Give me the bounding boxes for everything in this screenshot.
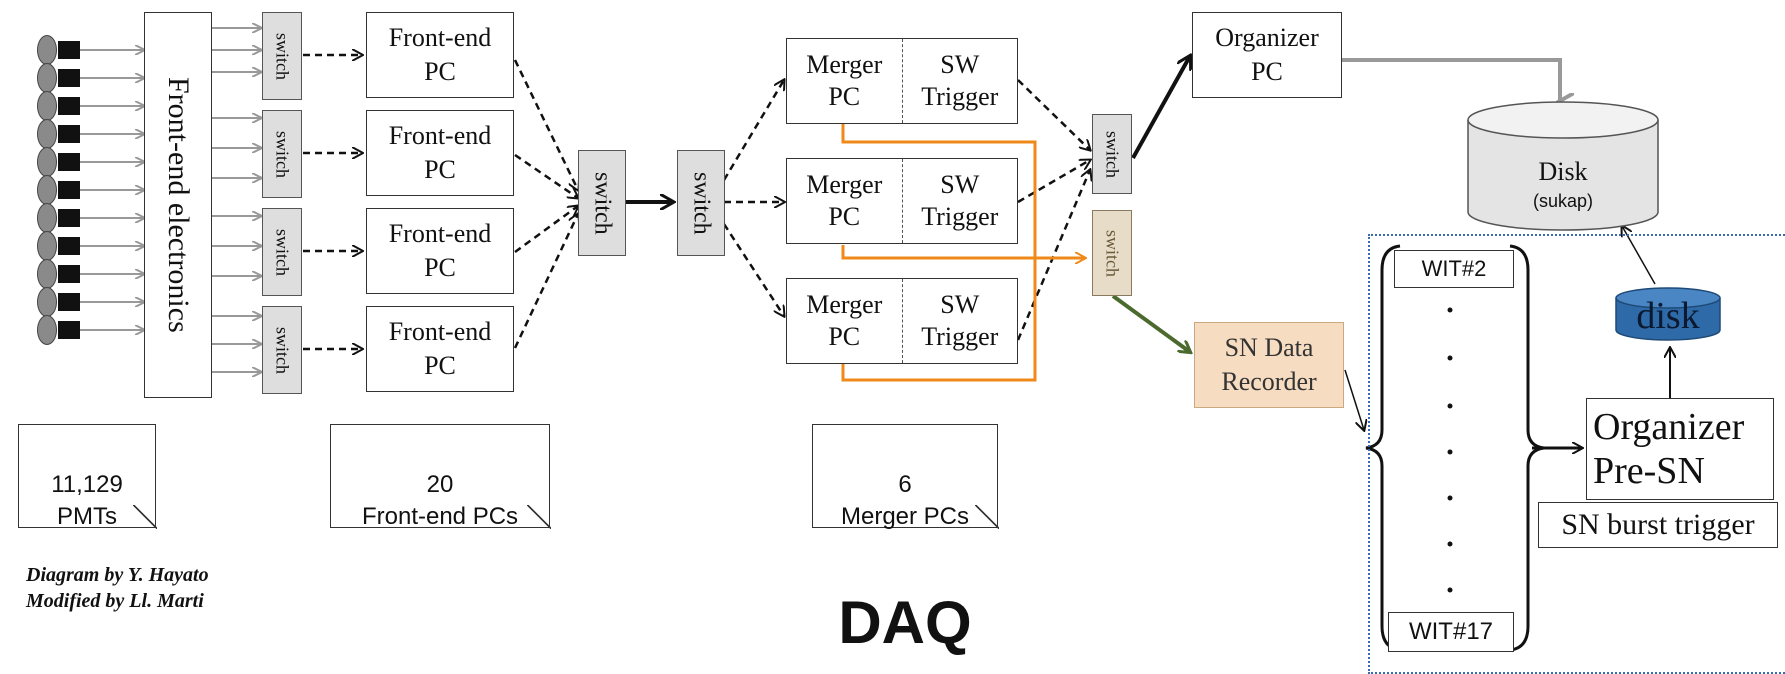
merger-pc-label: Merger PC [787,279,903,363]
pmt-icon [37,287,57,317]
daq-diagram: Front-end electronics switch switch swit… [18,0,1785,674]
sn-data-recorder-box: SN Data Recorder [1194,322,1344,408]
right-brace [1509,244,1545,652]
switch-to-frontend-arrows [303,55,362,349]
diagram-title: DAQ [838,589,972,656]
merger-pc-label: Merger PC [787,39,903,123]
switch-box: switch [262,306,302,394]
pmt-icon [37,35,57,65]
merger-pc-box: Merger PC SW Trigger [786,158,1018,244]
organizer-to-disk-arrow [1342,58,1560,102]
merger-pcs-note-text: 6 Merger PCs [840,471,970,530]
electronics-to-switch-arrows [212,28,260,372]
front-end-pc-box: Front-end PC [366,12,514,98]
disk-cylinder [1467,101,1659,231]
switch-box: switch [262,110,302,198]
merger-pc-label: Merger PC [787,159,903,243]
front-end-pc-box: Front-end PC [366,208,514,294]
switch-to-sn-recorder-arrow [1111,294,1190,352]
orange-sn-paths [841,124,1085,382]
central-switch-box: switch [578,150,626,256]
switch-label: switch [272,228,293,276]
switch-to-organizer-arrow [1131,56,1190,159]
front-end-pc-box: Front-end PC [366,306,514,392]
switch-to-merger-arrows [722,80,784,316]
small-disk-cylinder [1615,287,1721,341]
merger-pc-box: Merger PC SW Trigger [786,38,1018,124]
organizer-pc-box: Organizer PC [1192,12,1342,98]
merger-to-switch-arrows [1016,79,1090,341]
pmt-icon [37,91,57,121]
central-switch-box: switch [677,150,725,256]
switch-label: switch [272,32,293,80]
sn-burst-trigger-box: SN burst trigger [1538,502,1778,548]
front-end-electronics-label: Front-end electronics [162,77,195,333]
front-end-electronics-box: Front-end electronics [144,12,212,398]
disk-label: Disk [1538,157,1588,186]
pmt-to-electronics-arrows [78,50,143,330]
sw-trigger-label: SW Trigger [921,170,999,231]
organizer-presn-box: Organizer Pre-SN [1586,398,1774,500]
merger-pcs-note: 6 Merger PCs [812,424,999,530]
connector-layer [78,0,1721,652]
front-end-pc-box: Front-end PC [366,110,514,196]
pmt-icon [37,203,57,233]
switch-label: switch [589,171,616,235]
switch-label: switch [272,130,293,178]
disk-sub-label: (sukap) [1532,191,1594,211]
pmt-icon [37,147,57,177]
wit-ellipsis [1447,307,1453,593]
sn-recorder-to-wit-arrow [1344,369,1364,430]
switch-label: switch [1102,229,1123,277]
sw-trigger-label: SW Trigger [921,290,999,351]
pmt-icon [37,175,57,205]
merger-pc-box: Merger PC SW Trigger [786,278,1018,364]
left-brace [1365,244,1401,652]
pmt-icon [37,259,57,289]
pmt-icon [37,63,57,93]
pmt-icon [37,315,57,345]
frontend-to-switch-arrows [513,59,578,349]
wit-first-box: WIT#2 [1394,250,1514,288]
switch-label: switch [272,326,293,374]
frontend-pcs-note-text: 20 Front-end PCs [361,471,519,530]
pmt-icon [37,119,57,149]
frontend-pcs-note: 20 Front-end PCs [330,424,551,530]
credit-line-2: Modified by Ll. Marti [26,590,204,612]
wit-last-box: WIT#17 [1388,612,1514,652]
credit-line-1: Diagram by Y. Hayato [26,564,209,586]
pmt-icon [37,231,57,261]
switch-label: switch [688,171,715,235]
sn-switch-box: switch [1092,210,1132,296]
sw-trigger-label: SW Trigger [921,50,999,111]
switch-box: switch [262,208,302,296]
switch-box: switch [262,12,302,100]
small-disk-label: disk [1636,295,1700,337]
pmts-note: 11,129 PMTs [18,424,157,530]
pmts-note-text: 11,129 PMTs [51,471,123,530]
switch-label: switch [1102,130,1123,178]
right-switch-box: switch [1092,114,1132,194]
